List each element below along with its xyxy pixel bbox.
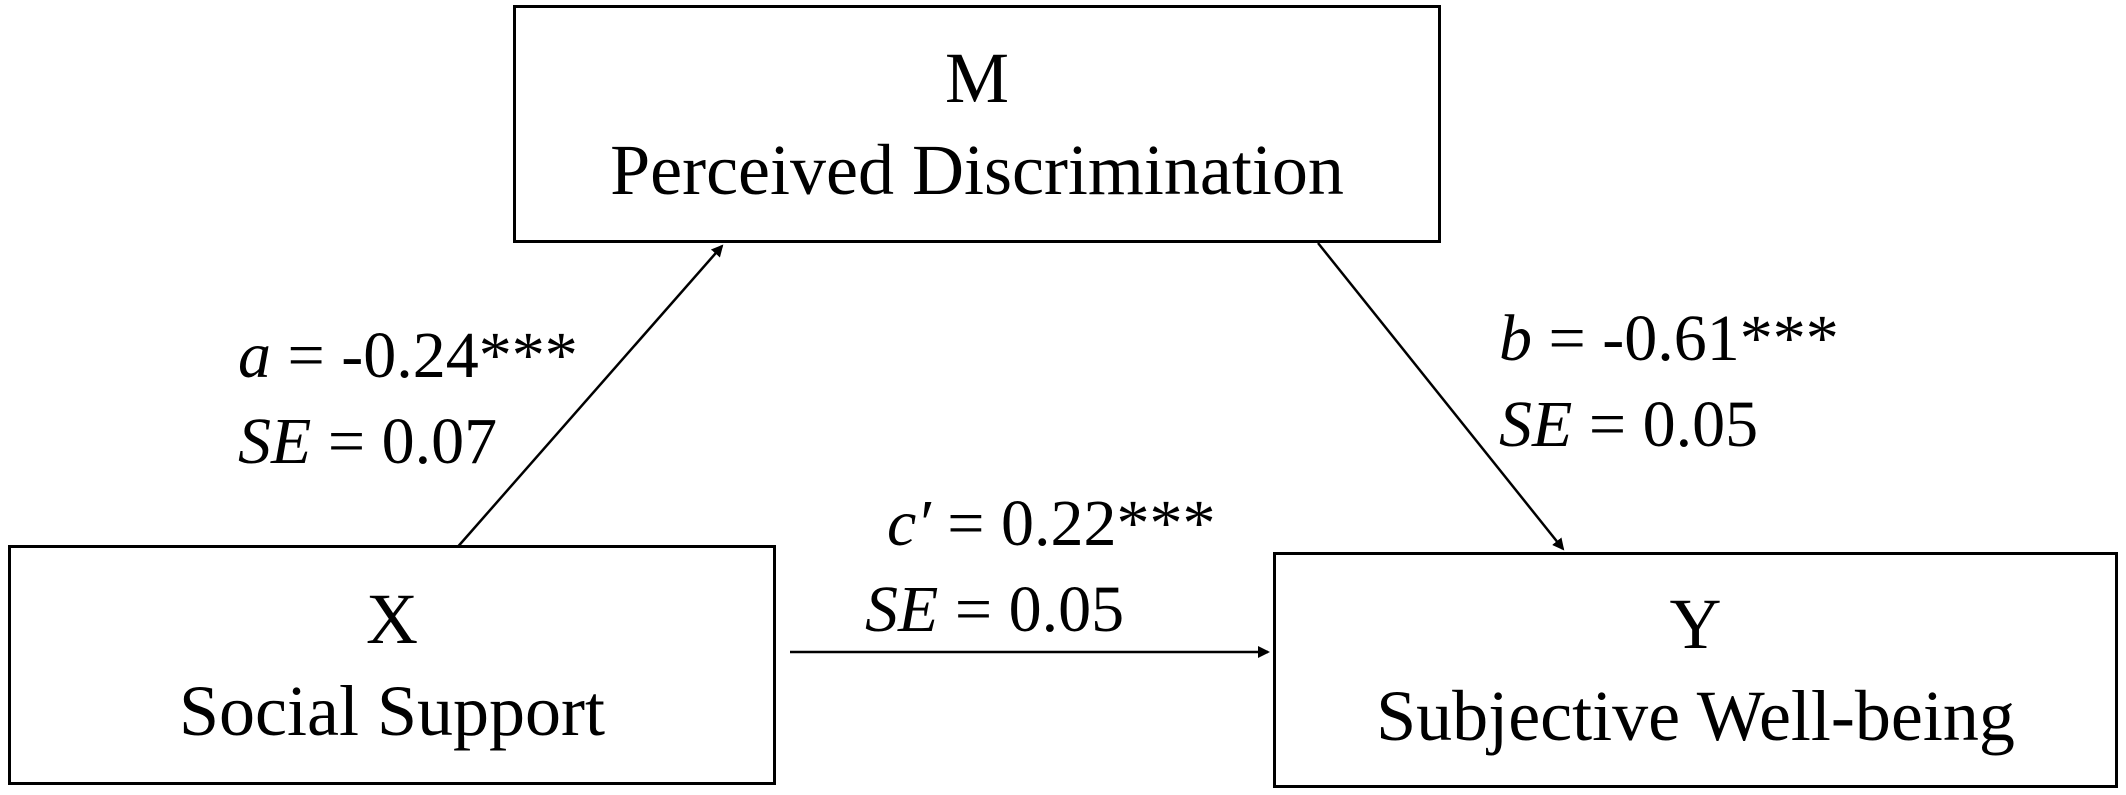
path-a-label: a = -0.24*** SE = 0.07 [238, 313, 578, 485]
mediator-letter: M [944, 38, 1010, 118]
path-b-coefficient: -0.61*** [1602, 302, 1839, 375]
path-c-prime-coefficient-line: c′ = 0.22*** [887, 481, 1215, 567]
path-b-label: b = -0.61*** SE = 0.05 [1499, 296, 1839, 468]
arrow-b-m-to-y [1317, 242, 1565, 551]
path-a-symbol: a [238, 319, 271, 392]
path-c-prime-se-line: SE = 0.05 [865, 567, 1215, 653]
mediator-node-m: M Perceived Discrimination [513, 5, 1441, 243]
path-a-se-value: 0.07 [381, 405, 498, 478]
predictor-letter: X [366, 579, 418, 659]
path-c-prime-label: c′ = 0.22*** SE = 0.05 [865, 481, 1215, 653]
path-a-coefficient: -0.24*** [341, 319, 578, 392]
path-b-symbol: b [1499, 302, 1532, 375]
outcome-node-y: Y Subjective Well-being [1273, 552, 2118, 788]
path-c-prime-se-symbol: SE [865, 573, 939, 646]
path-c-prime-symbol: c′ [887, 487, 931, 560]
path-c-prime-se-equals: = [938, 573, 1009, 646]
path-c-prime-equals: = [930, 487, 1001, 560]
outcome-letter: Y [1669, 584, 1722, 664]
path-b-se-equals: = [1572, 388, 1643, 461]
path-a-equals: = [271, 319, 342, 392]
path-b-equals: = [1532, 302, 1603, 375]
outcome-label: Subjective Well-being [1376, 676, 2015, 756]
path-b-se-symbol: SE [1499, 388, 1573, 461]
predictor-node-x: X Social Support [8, 545, 776, 785]
path-b-se-value: 0.05 [1642, 388, 1759, 461]
path-a-coefficient-line: a = -0.24*** [238, 313, 578, 399]
arrow-a-x-to-m [454, 244, 724, 551]
predictor-label: Social Support [179, 671, 605, 751]
path-b-se-line: SE = 0.05 [1499, 382, 1839, 468]
mediator-label: Perceived Discrimination [610, 130, 1344, 210]
path-c-prime-se-value: 0.05 [1008, 573, 1125, 646]
path-b-coefficient-line: b = -0.61*** [1499, 296, 1839, 382]
path-a-se-line: SE = 0.07 [238, 399, 578, 485]
path-a-se-symbol: SE [238, 405, 312, 478]
path-c-prime-coefficient: 0.22*** [1000, 487, 1216, 560]
path-a-se-equals: = [311, 405, 382, 478]
